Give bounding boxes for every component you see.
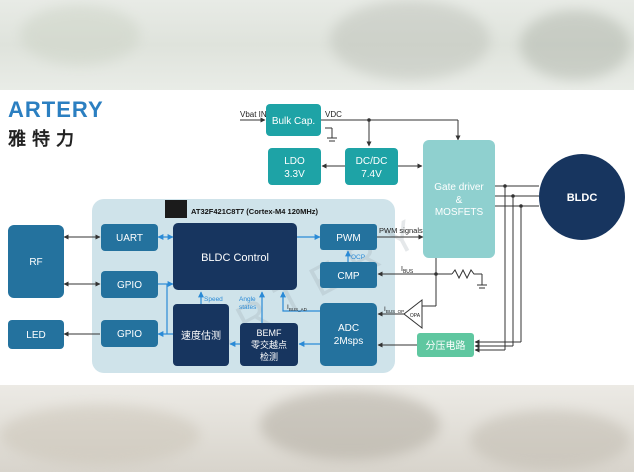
gate-driver-amp: & <box>456 195 463 206</box>
voltage-divider-label: 分压电路 <box>426 339 466 352</box>
pwm-block <box>320 224 377 250</box>
opa-amplifier <box>403 298 423 330</box>
adc-label: ADC <box>338 323 359 334</box>
chip-icon <box>165 200 187 218</box>
gate-driver-mosfets: MOSFETS <box>435 207 484 218</box>
bldc-motor <box>539 154 625 240</box>
cmp-label: CMP <box>337 271 360 282</box>
dcdc-label: DC/DC <box>356 156 388 167</box>
bemf-block <box>240 323 298 366</box>
voltage-divider-block <box>417 333 474 357</box>
speed-label: Speed <box>204 296 223 303</box>
vbat-in-label: Vbat IN <box>240 110 267 119</box>
opa-label: OPA <box>410 313 421 319</box>
vdc-label: VDC <box>325 110 342 119</box>
rf-label: RF <box>29 257 42 268</box>
adc-block <box>320 303 377 366</box>
gate-driver-label: Gate driver <box>434 182 484 193</box>
bldc-control-label: BLDC Control <box>201 252 269 264</box>
bemf-label: BEMF <box>256 328 282 338</box>
bulk-cap-block <box>266 104 321 136</box>
gpio-label-1: GPIO <box>117 280 142 291</box>
logo-brand: ARTERY <box>8 97 104 122</box>
ldo-block <box>268 148 321 185</box>
uart-block <box>101 224 158 251</box>
bldc-control-block <box>173 223 297 290</box>
background-photo-top <box>0 0 634 90</box>
bldc-motor-label: BLDC <box>567 192 598 204</box>
pwm-label: PWM <box>336 233 360 244</box>
ldo-voltage: 3.3V <box>284 169 305 180</box>
bulk-cap-label: Bulk Cap. <box>272 116 315 127</box>
dcdc-block <box>345 148 398 185</box>
gpio-label-2: GPIO <box>117 329 142 340</box>
bemf-zero-cross: 零交越点 <box>251 339 287 351</box>
ldo-label: LDO <box>284 156 305 167</box>
angle-label: Angle <box>239 296 256 303</box>
artery-logo: ARTERY 雅特力 <box>8 97 104 151</box>
led-label: LED <box>26 330 45 341</box>
ocp-label: OCP <box>351 254 365 261</box>
ibus-ad-label: IBUS_AD <box>287 304 308 312</box>
logo-brand-cn: 雅特力 <box>8 129 80 150</box>
ibus-label: IBUS <box>401 266 414 275</box>
gpio-block-2 <box>101 320 158 347</box>
adc-rate: 2Msps <box>334 336 363 347</box>
dcdc-voltage: 7.4V <box>361 169 382 180</box>
bemf-detect: 检测 <box>260 351 278 363</box>
uart-label: UART <box>116 233 143 244</box>
cmp-block <box>320 262 377 288</box>
speed-estimation-label: 速度估测 <box>181 329 221 342</box>
ibus-op-label: IBUS_OP <box>384 306 404 314</box>
pwm-signals-label: PWM signals <box>379 226 423 235</box>
gate-driver-block <box>423 140 495 258</box>
rf-block <box>8 225 64 298</box>
chip-label: AT32F421C8T7 (Cortex-M4 120MHz) <box>191 207 318 216</box>
states-label: states <box>239 304 257 311</box>
led-block <box>8 320 64 349</box>
gpio-block-1 <box>101 271 158 298</box>
speed-estimation-block <box>173 304 229 366</box>
background-photo-bottom <box>0 385 634 472</box>
